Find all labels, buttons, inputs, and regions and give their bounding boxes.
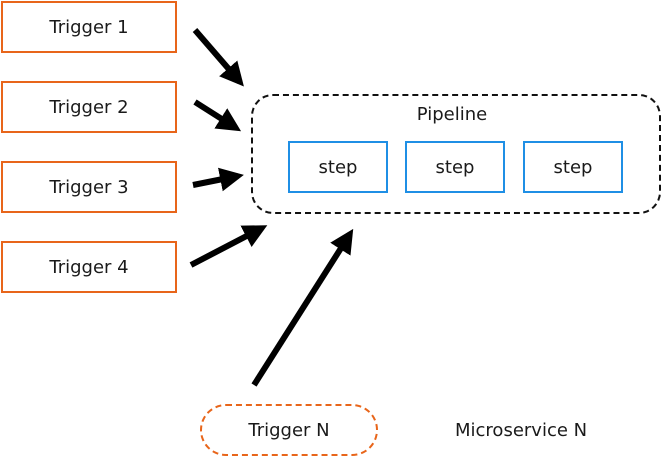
arrow-trigger-4 <box>189 225 268 268</box>
arrow-trigger-n <box>251 228 354 387</box>
step-1-label: step <box>318 156 358 178</box>
trigger-n-box[interactable]: Trigger N <box>200 404 378 456</box>
trigger-1-box[interactable]: Trigger 1 <box>1 1 177 53</box>
microservice-caption: Microservice N <box>455 420 588 441</box>
pipeline-step-3[interactable]: step <box>523 141 623 193</box>
step-3-label: step <box>553 156 593 178</box>
trigger-n-label: Trigger N <box>248 419 330 441</box>
step-2-label: step <box>435 156 475 178</box>
pipeline-container <box>251 94 661 214</box>
trigger-1-label: Trigger 1 <box>49 16 129 38</box>
arrow-trigger-2 <box>193 99 242 132</box>
trigger-4-label: Trigger 4 <box>49 256 129 278</box>
arrow-trigger-3 <box>192 167 244 192</box>
trigger-3-box[interactable]: Trigger 3 <box>1 161 177 213</box>
pipeline-step-1[interactable]: step <box>288 141 388 193</box>
arrow-trigger-1 <box>192 28 244 87</box>
trigger-2-label: Trigger 2 <box>49 96 129 118</box>
trigger-4-box[interactable]: Trigger 4 <box>1 241 177 293</box>
pipeline-step-2[interactable]: step <box>405 141 505 193</box>
pipeline-title: Pipeline <box>416 104 488 125</box>
trigger-3-label: Trigger 3 <box>49 176 129 198</box>
trigger-2-box[interactable]: Trigger 2 <box>1 81 177 133</box>
